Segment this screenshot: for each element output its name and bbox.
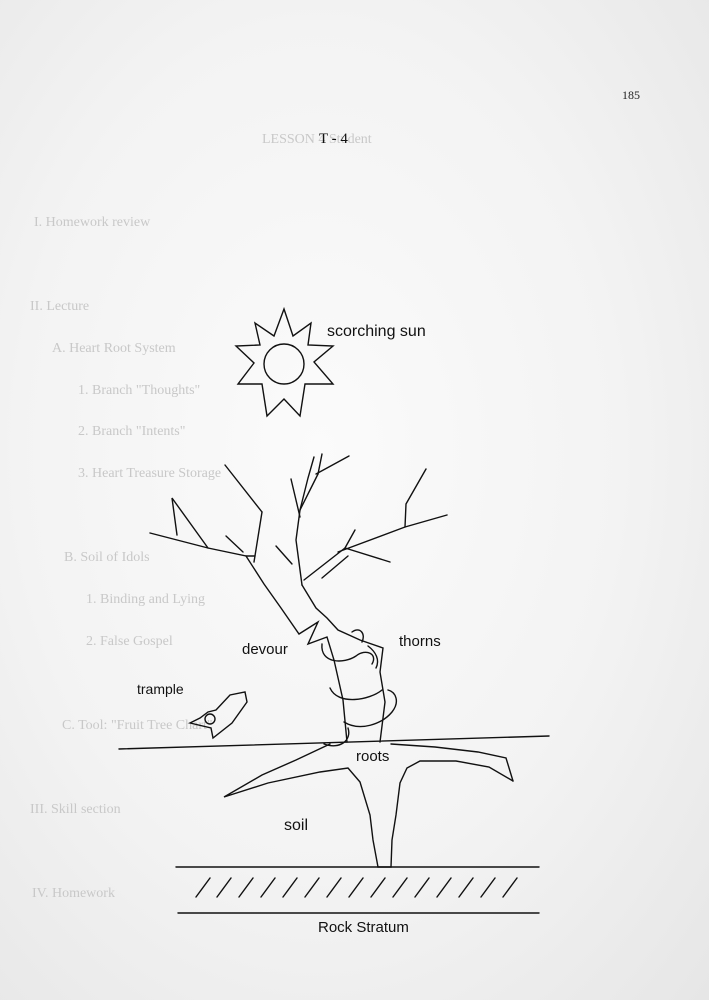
bleed-item: 1. Branch "Thoughts" (78, 383, 201, 398)
bleed-item: III. Skill section (30, 802, 121, 817)
thorns-vine (321, 629, 398, 747)
label-trample: trample (137, 681, 184, 697)
bleed-item: 3. Heart Treasure Storage (78, 466, 222, 481)
bleed-item: 2. Branch "Intents" (78, 424, 186, 439)
footprint-icon (187, 691, 248, 740)
label-scorching-sun: scorching sun (327, 323, 426, 340)
bleed-item: B. Soil of Idols (64, 550, 150, 565)
tree-branches (171, 453, 448, 581)
rock-stratum (175, 866, 540, 914)
tree-trunk (149, 456, 386, 743)
tree-roots (223, 743, 514, 868)
bleed-item: IV. Homework (32, 886, 115, 901)
bleed-item: C. Tool: "Fruit Tree Chart" (62, 718, 213, 733)
label-thorns: thorns (399, 633, 441, 650)
label-soil: soil (284, 817, 308, 834)
label-roots: roots (356, 748, 389, 765)
label-rock-stratum: Rock Stratum (318, 919, 409, 936)
bleed-item: 2. False Gospel (86, 634, 173, 649)
bleed-item: 1. Binding and Lying (86, 592, 205, 607)
bleed-item: I. Homework review (34, 215, 151, 230)
page-number: 185 (622, 88, 640, 102)
sun-icon (234, 306, 335, 418)
bleed-item: II. Lecture (30, 299, 90, 314)
ground-line (118, 735, 550, 750)
page-heading: T - 4 (319, 131, 348, 147)
bleed-item: A. Heart Root System (52, 341, 176, 356)
label-devour: devour (242, 641, 288, 658)
bleed-title: LESSON 4 Student (262, 132, 372, 147)
